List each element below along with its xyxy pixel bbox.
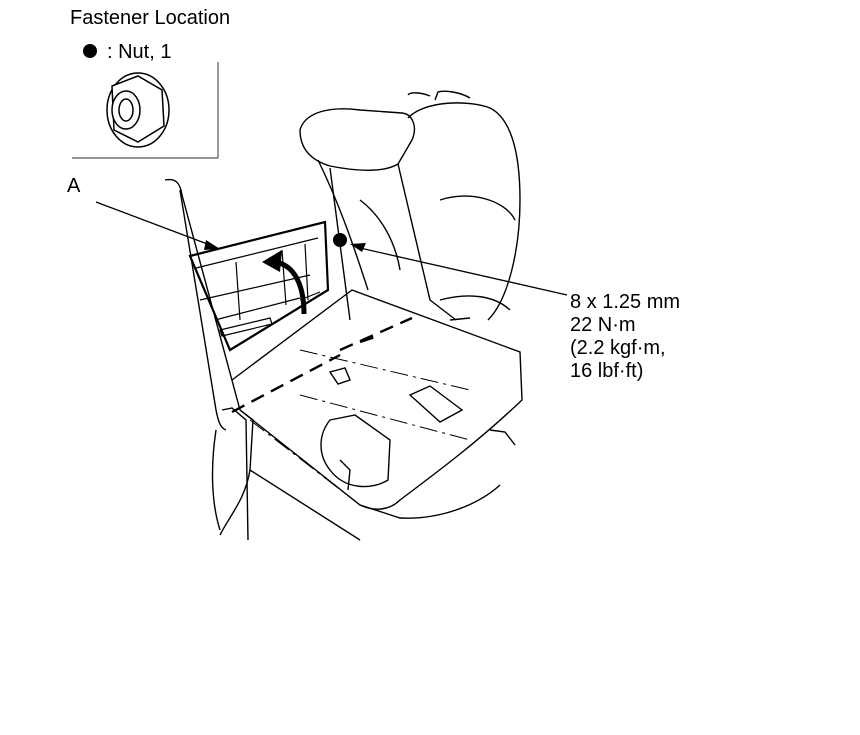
access-panel: [188, 220, 330, 352]
seat-cushion: [231, 289, 523, 541]
seat-back: [299, 90, 521, 321]
nut-location-marker-icon: [333, 233, 347, 247]
leader-lines: [95, 201, 568, 296]
torque-value-kgf: (2.2 kgf·m,: [570, 337, 666, 359]
torque-bolt-size: 8 x 1.25 mm: [570, 291, 681, 313]
torque-value-lbf: 16 lbf·ft): [570, 360, 644, 382]
legend-item-label: : Nut, 1: [107, 41, 172, 63]
flange-nut-icon: [106, 72, 170, 148]
callout-a-arrowhead-icon: [204, 240, 220, 250]
fold-arrowhead-icon: [262, 250, 282, 272]
callout-a-label: A: [67, 175, 81, 197]
legend-box: [72, 62, 219, 159]
fold-arrow-icon: [267, 259, 307, 315]
nut-bullet-icon: [83, 44, 97, 58]
legend-title: Fastener Location: [70, 7, 231, 29]
torque-value-nm: 22 N·m: [570, 314, 636, 336]
dashed-fold-line: [231, 316, 413, 414]
dashed-center-line: [249, 349, 471, 506]
torque-arrowhead-icon: [350, 243, 366, 252]
